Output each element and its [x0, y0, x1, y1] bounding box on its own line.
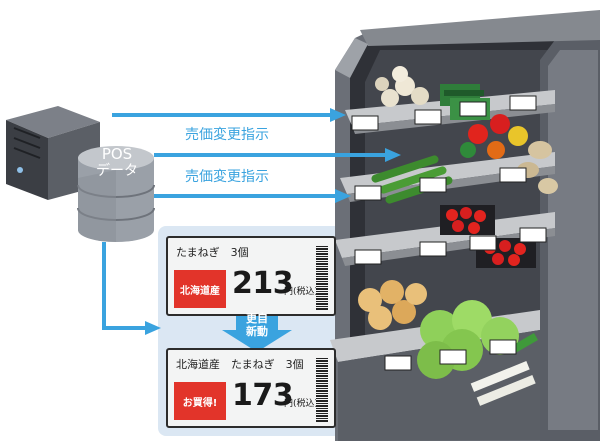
pos-label-line1: POS [101, 145, 133, 163]
pos-label: POS データ [84, 146, 150, 180]
tag-before-badge: 北海道産 [174, 270, 226, 308]
database-cylinder [77, 146, 155, 242]
barcode-icon [316, 246, 328, 310]
produce-onion-nets [358, 280, 427, 330]
update-label-line1: 更自 [246, 312, 268, 325]
produce-peppers [460, 114, 528, 159]
update-label: 更自 新動 [232, 312, 282, 338]
price-tag-before: たまねぎ 3個 北海道産 213 円(税込) [166, 236, 336, 316]
barcode-icon [316, 358, 328, 422]
produce-tomatoes [440, 205, 536, 268]
tag-before-price: 213 [232, 266, 294, 301]
pos-label-line2: データ [96, 163, 138, 179]
produce-roots [517, 141, 558, 194]
shelf-labels [351, 95, 547, 371]
arrow-2 [154, 148, 401, 162]
arrow-label-1: 売価変更指示 [185, 127, 269, 143]
tag-before-unit: 円(税込) [284, 287, 319, 297]
arrow-1 [112, 108, 346, 122]
update-label-line2: 新動 [246, 325, 268, 338]
update-arrow [222, 306, 292, 352]
refrigerated-showcase [330, 10, 600, 441]
tag-after-item: 北海道産 たまねぎ 3個 [176, 358, 304, 371]
arrow-label-2: 売価変更指示 [185, 169, 269, 185]
tag-after-badge: お買得! [174, 382, 226, 420]
price-tag-after: 北海道産 たまねぎ 3個 お買得! 173 円(税込) [166, 348, 336, 428]
pos-server [6, 106, 100, 200]
tag-before-item: たまねぎ 3個 [176, 246, 249, 259]
tag-after-unit: 円(税込) [284, 399, 319, 409]
arrow-3 [154, 189, 351, 203]
tag-after-price: 173 [232, 378, 294, 413]
produce-onions-top [375, 66, 429, 107]
arrow-db-to-tag [102, 242, 161, 335]
